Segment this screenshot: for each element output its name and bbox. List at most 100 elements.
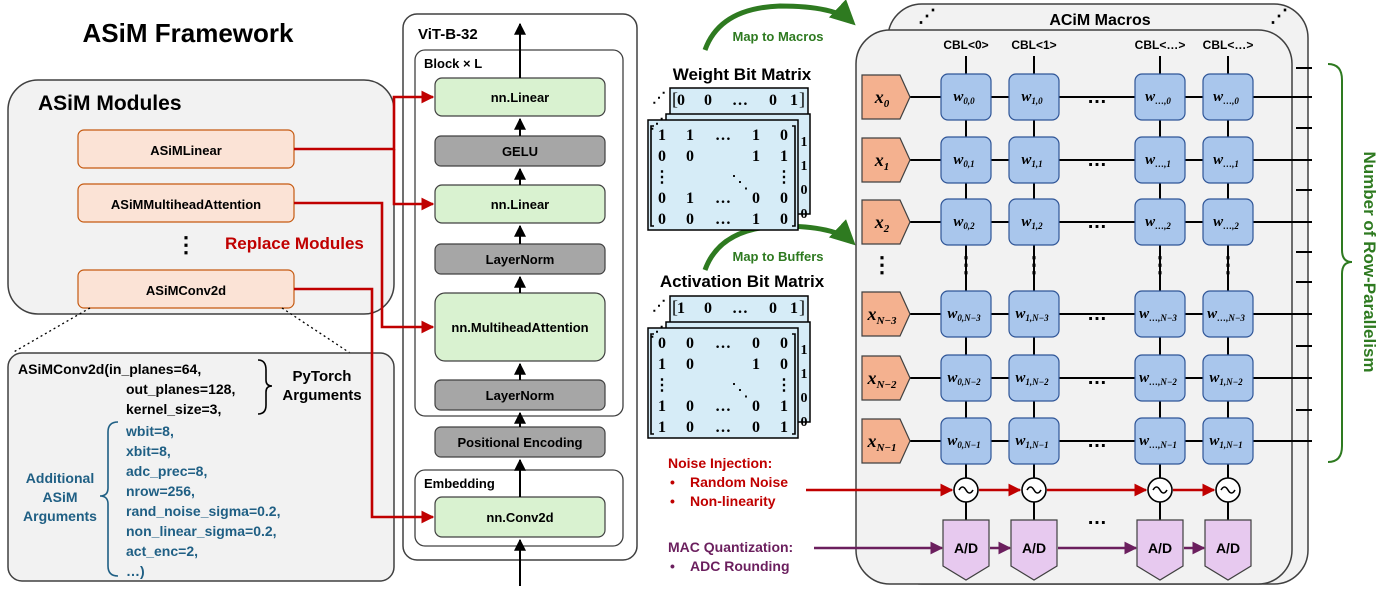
weight-cell-label-1-0: w0,1 (953, 152, 974, 169)
weight-cell-1-1 (1008, 136, 1060, 184)
weight-matrix-front-cell: 1 (780, 148, 788, 165)
input-driver-0 (861, 74, 911, 120)
quant-item-adc: ADC Rounding (690, 558, 790, 574)
weight-matrix-back-dots: ⋰ (652, 89, 666, 105)
weight-matrix-side-cell: 0 (801, 183, 808, 198)
weight-matrix-front-cell: 0 (686, 148, 694, 165)
noise-wave-2 (1152, 486, 1168, 494)
activation-matrix-side-cell: 0 (801, 391, 808, 406)
asim-arg-wbit: wbit=8, (125, 423, 174, 439)
asim-arg-non-linear: non_linear_sigma=0.2, (126, 523, 277, 539)
weight-matrix-front-cell: 0 (686, 211, 694, 228)
weight-matrix-diag-dots: ⋱ (731, 172, 749, 192)
weight-cell-1-3 (1202, 136, 1254, 184)
activation-matrix-front-cell: … (715, 419, 731, 436)
activation-matrix-back-dots: ⋰ (652, 297, 666, 313)
activation-matrix-diag-dots: ⋱ (731, 380, 749, 400)
adc-label-1: A/D (1022, 540, 1046, 556)
input-driver-2 (861, 199, 911, 245)
weight-matrix-front-cell: 0 (780, 127, 788, 144)
weight-matrix-front-cell: 1 (686, 190, 694, 207)
asim-brace (99, 421, 119, 577)
noise-title: Noise Injection: (668, 455, 772, 471)
weight-matrix-side-cell: 1 (801, 159, 808, 174)
modules-ellipsis: ⋮ (175, 232, 197, 257)
asim-label-1: Additional (26, 470, 94, 486)
weight-cell-label-4-2: w…,N−2 (1139, 370, 1177, 387)
pytorch-label-1: PyTorch (293, 368, 352, 385)
weight-matrix-title: Weight Bit Matrix (673, 65, 812, 84)
layer-layernorm-2-label: LayerNorm (486, 388, 555, 403)
weight-cell-1-0 (940, 136, 992, 184)
layer-multihead-attention-label: nn.MultiheadAttention (451, 320, 588, 335)
adc-label-2: A/D (1148, 540, 1172, 556)
weight-cell-0-0 (940, 73, 992, 121)
noise-bullet-1: • (670, 474, 675, 490)
weight-cell-label-5-2: w…,N−1 (1139, 433, 1177, 450)
cbl-label-3: CBL<…> (1203, 38, 1254, 52)
noise-wave-3 (1220, 486, 1236, 494)
code-line-3: kernel_size=3, (126, 401, 221, 417)
weight-matrix-front-cell: 1 (686, 127, 694, 144)
input-driver-3 (861, 291, 911, 337)
activation-matrix-front-cell: 0 (752, 398, 760, 415)
row-ellipsis-4: … (1087, 367, 1107, 389)
weight-cell-label-3-3: w…,N−3 (1207, 306, 1245, 323)
activation-matrix-front-cell: 0 (686, 419, 694, 436)
weight-cell-label-2-2: w…,2 (1145, 214, 1171, 231)
activation-matrix-side-cell: 1 (801, 343, 808, 358)
weight-matrix-back-cell: 1 (790, 92, 798, 109)
weight-matrix-side-cell: 0 (801, 207, 808, 222)
zoom-line-right (281, 307, 351, 354)
adc-ellipsis: … (1087, 507, 1107, 529)
activation-matrix-bracket-l (650, 333, 654, 435)
adc-block-3 (1204, 519, 1252, 581)
input-driver-label-0: x0 (874, 87, 890, 110)
input-driver-label-2: x2 (874, 212, 890, 235)
asim-arg-adc-prec: adc_prec=8, (126, 463, 207, 479)
weight-cell-label-3-0: w0,N−3 (947, 306, 981, 323)
activation-matrix-front-dots: ⋰ (650, 323, 664, 339)
zoom-line-left (11, 307, 91, 354)
layer-linear-1-label: nn.Linear (491, 90, 550, 105)
weight-cell-label-0-2: w…,0 (1145, 89, 1171, 106)
activation-matrix-front-cell: ⋮ (654, 377, 670, 394)
weight-cell-1-2 (1134, 136, 1186, 184)
weight-matrix-front-cell: 1 (752, 211, 760, 228)
layer-layernorm-1-label: LayerNorm (486, 252, 555, 267)
weight-matrix-back-cell: … (732, 92, 748, 109)
weight-matrix-front-cell: 0 (752, 190, 760, 207)
activation-matrix-front-cell: 1 (658, 398, 666, 415)
weight-matrix-bracket-r (792, 125, 796, 227)
input-driver-label-5: xN−1 (866, 431, 896, 454)
row-ellipsis-2: … (1087, 211, 1107, 233)
input-driver-label-4: xN−2 (866, 368, 897, 391)
activation-matrix-front-cell: 0 (658, 335, 666, 352)
noise-wave-0 (958, 486, 974, 494)
pytorch-label-2: Arguments (282, 387, 361, 404)
weight-matrix-bracket-l (650, 125, 654, 227)
weight-cell-label-3-2: w…,N−3 (1139, 306, 1177, 323)
input-driver-label-1: x1 (874, 150, 890, 173)
activation-matrix-side-cell: 1 (801, 367, 808, 382)
weight-matrix-front-dots: ⋰ (650, 115, 664, 131)
weight-cell-2-2 (1134, 198, 1186, 246)
macro-dots-left: ⋰ (918, 6, 936, 26)
activation-matrix-front-cell: 1 (658, 419, 666, 436)
activation-matrix-side-cell: 0 (801, 415, 808, 430)
weight-cell-label-5-0: w0,N−1 (947, 433, 980, 450)
col-ellipsis-1: ⋮ (955, 252, 977, 277)
weight-cell-4-1 (1008, 354, 1060, 402)
weight-matrix-front-cell: 1 (658, 127, 666, 144)
weight-cell-5-0 (940, 417, 992, 465)
quant-bullet: • (670, 558, 675, 574)
activation-matrix-front-cell: 0 (686, 335, 694, 352)
embedding-label: Embedding (424, 476, 495, 491)
activation-matrix-front-cell: 1 (780, 419, 788, 436)
activation-matrix-front-cell: 1 (658, 356, 666, 373)
acim-title: ACiM Macros (1049, 12, 1150, 29)
asim-label-2: ASiM (43, 489, 78, 505)
activation-matrix-front-cell: 0 (780, 356, 788, 373)
weight-matrix-front-cell: 0 (780, 211, 788, 228)
